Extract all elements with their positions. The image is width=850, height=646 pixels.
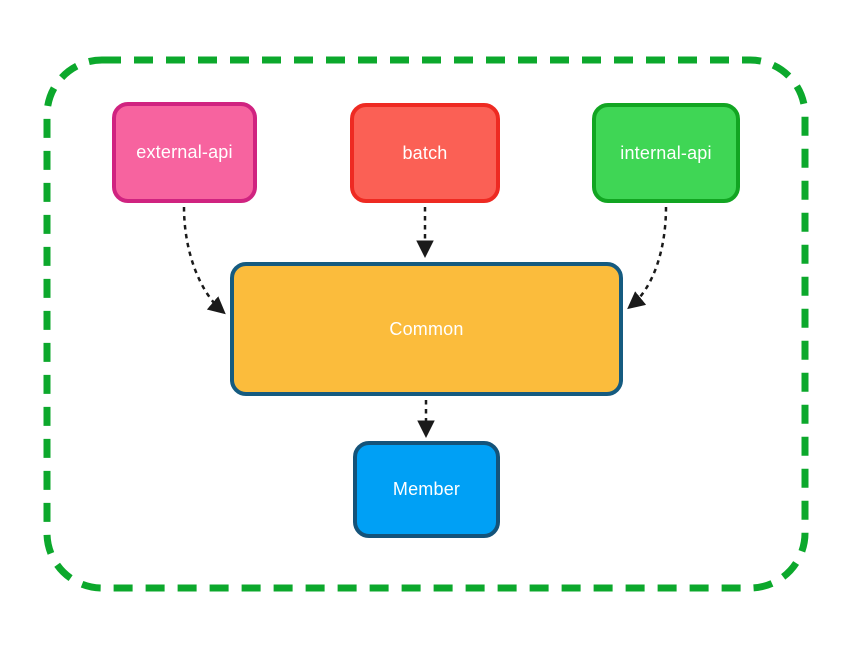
node-internal-api-label: internal-api [620,142,712,163]
node-external-api: external-api [112,102,257,203]
node-batch-label: batch [402,142,448,163]
node-member: Member [353,441,500,538]
node-common-label: Common [389,318,464,339]
node-member-label: Member [392,479,461,499]
node-batch: batch [350,103,500,203]
edge-internal-api-to-common [627,206,668,310]
node-internal-api: internal-api [592,103,740,203]
edge-external-api-to-common [182,206,226,315]
node-external-api-label: external-api [136,142,233,162]
node-common: Common [230,262,623,396]
